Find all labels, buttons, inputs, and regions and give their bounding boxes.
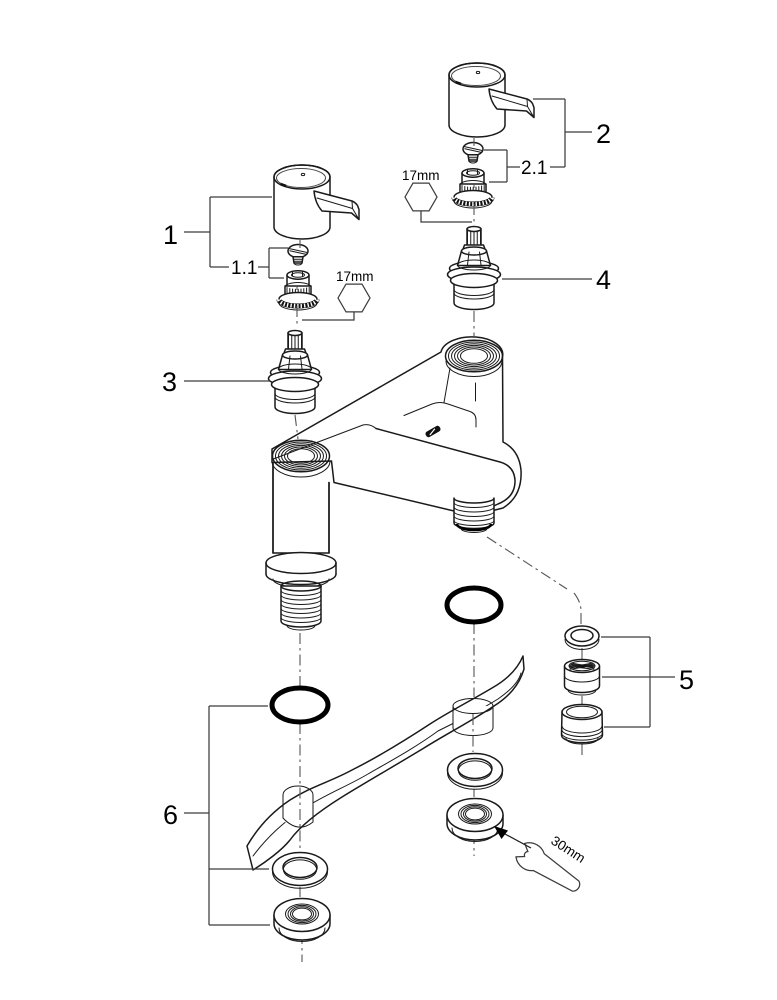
aerator-housing	[560, 703, 604, 745]
hex-key-17mm-left-icon	[302, 283, 371, 321]
right-inlet-port	[444, 339, 504, 377]
faucet-left-leg	[265, 462, 337, 631]
brand-mark	[425, 425, 441, 438]
locknut-left	[273, 897, 331, 943]
callout-part-6	[184, 705, 270, 926]
callout-part-1	[184, 196, 288, 279]
part-label-2-1: 2.1	[521, 158, 547, 179]
deck-hatching	[247, 719, 524, 870]
handle-2-assembly	[449, 63, 534, 208]
wrench-pointer-line	[504, 833, 532, 849]
hex-key-17mm-right-icon	[404, 182, 472, 223]
aerator-insert	[563, 658, 601, 696]
cartridge-4	[446, 225, 502, 311]
bath-deck	[246, 655, 525, 871]
deck-hole-left	[282, 785, 314, 833]
faucet-body	[271, 336, 522, 517]
centerlines	[294, 138, 583, 962]
wrench-30mm-icon	[494, 826, 581, 892]
part-label-6: 6	[163, 800, 178, 830]
part-label-1: 1	[163, 220, 178, 250]
o-ring-left	[269, 685, 331, 725]
hex-size-label-left: 17mm	[336, 269, 374, 284]
aerator-seal-washer	[564, 625, 600, 650]
part-label-4: 4	[596, 265, 611, 295]
washer-right	[446, 752, 504, 791]
hex-size-label-right: 17mm	[402, 168, 440, 183]
o-ring-right	[444, 585, 504, 625]
part-label-3: 3	[162, 367, 177, 397]
left-leg-threads	[280, 580, 322, 631]
right-leg-threads	[453, 497, 495, 533]
part-label-1-1: 1.1	[231, 258, 257, 279]
part-label-5: 5	[679, 665, 694, 695]
callout-part-2	[484, 98, 592, 183]
callout-part-5	[601, 636, 675, 728]
locknut-right	[446, 797, 504, 843]
part-label-2: 2	[596, 119, 611, 149]
cartridge-3	[267, 329, 323, 415]
arrow-icon	[494, 826, 508, 839]
left-inlet-port	[271, 439, 331, 478]
washer-left	[271, 851, 329, 890]
